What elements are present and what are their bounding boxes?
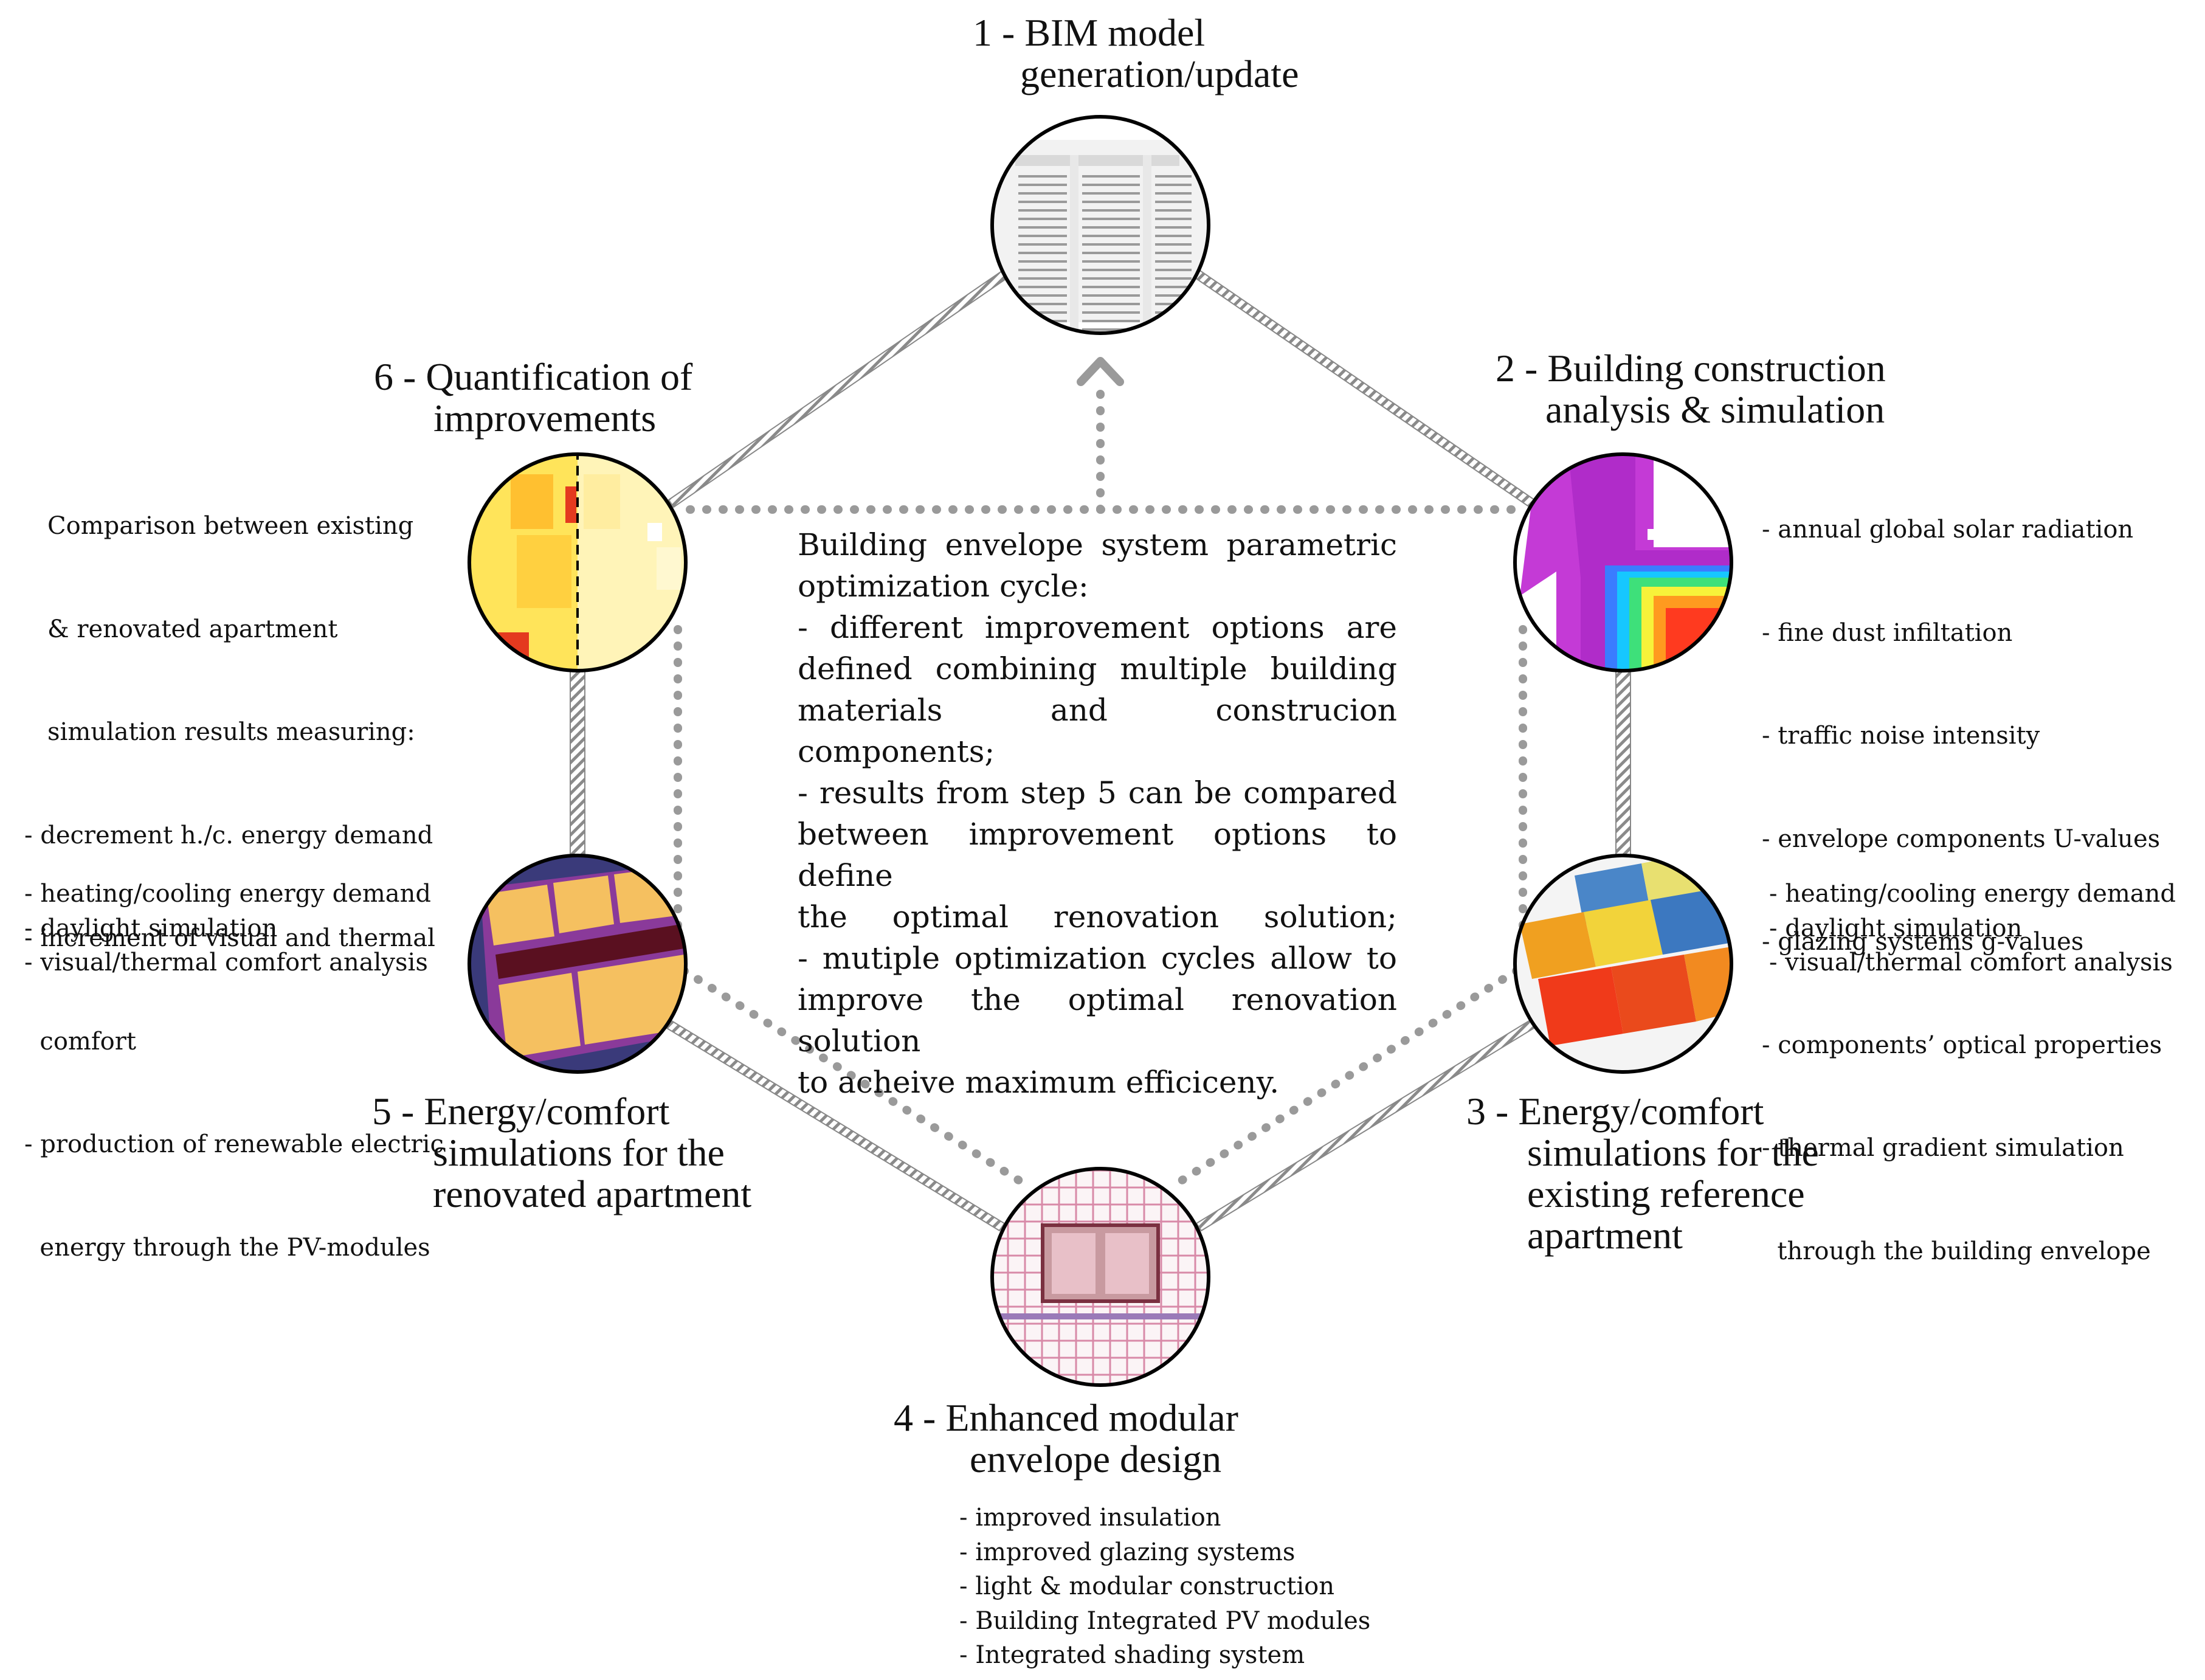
step-2-title-line: analysis & simulation xyxy=(1545,388,1885,431)
list-item: - annual global solar radiation xyxy=(1762,516,2134,544)
step-1-title: 1 - BIM model generation/update xyxy=(973,12,1299,95)
center-line: Building envelope system parametric xyxy=(798,527,1397,562)
facade-module-icon xyxy=(990,1167,1210,1387)
step-2-title: 2 - Building construction analysis & sim… xyxy=(1496,348,1886,430)
step-2-list: - annual global solar radiation - fine d… xyxy=(1762,444,2162,1303)
center-line: defined combining multiple building xyxy=(798,651,1397,686)
list-item: simulation results measuring: xyxy=(47,718,415,746)
step-5-list: - heating/cooling energy demand - daylig… xyxy=(24,877,431,980)
optimization-cycle-path xyxy=(674,378,1527,1190)
step-6-list: Comparison between existing & renovated … xyxy=(24,440,444,1299)
step-4-list: - improved insulation - improved glazing… xyxy=(959,1501,1370,1673)
step-4-title-line: envelope design xyxy=(970,1437,1222,1481)
step-6-title-line: improvements xyxy=(433,396,657,440)
thermal-bridge-icon xyxy=(1513,452,1733,672)
dotted-left-link xyxy=(674,625,1032,1190)
edge-2-3 xyxy=(1615,670,1631,856)
center-line: - different improvement options are xyxy=(798,610,1397,645)
step-3-list: - heating/cooling energy demand - daylig… xyxy=(1769,877,2176,980)
center-line: optimization cycle: xyxy=(798,569,1089,604)
center-line: between improvement options to define xyxy=(798,817,1397,893)
step-3-title: 3 - Energy/comfort simulations for the e… xyxy=(1466,1091,1819,1256)
floorplan-3d-icon xyxy=(468,854,688,1074)
list-item: - improved insulation xyxy=(959,1504,1221,1532)
comparison-split-icon xyxy=(468,452,688,672)
arrow-up-icon xyxy=(1077,357,1124,386)
step-4-image xyxy=(990,1167,1210,1387)
step-3-title-line: 3 - Energy/comfort xyxy=(1466,1090,1764,1133)
edge-1-2 xyxy=(1192,268,1536,508)
list-item: - traffic noise intensity xyxy=(1762,722,2040,750)
step-3-title-line: existing reference xyxy=(1527,1172,1805,1215)
center-line: - results from step 5 can be compared xyxy=(798,775,1397,811)
list-item: - envelope components U-values xyxy=(1762,824,2161,853)
list-item: energy through the PV-modules xyxy=(24,1233,430,1262)
step-1-title-line: 1 - BIM model xyxy=(973,11,1206,54)
list-item: - visual/thermal comfort analysis xyxy=(1769,949,2173,977)
list-item: - thermal gradient simulation xyxy=(1762,1134,2124,1162)
hexagon-edges xyxy=(570,268,1631,1232)
step-5-title: 5 - Energy/comfort simulations for the r… xyxy=(372,1091,751,1215)
step-3-title-line: simulations for the xyxy=(1527,1131,1819,1174)
step-2-image xyxy=(1513,452,1733,672)
step-6-title: 6 - Quantification of improvements xyxy=(374,356,692,439)
list-item: - heating/cooling energy demand xyxy=(1769,880,2176,908)
list-item: through the building envelope xyxy=(1762,1237,2151,1265)
list-item: & renovated apartment xyxy=(47,615,338,643)
step-3-image xyxy=(1513,854,1733,1074)
step-5-title-line: 5 - Energy/comfort xyxy=(372,1090,670,1133)
list-item: - Integrated shading system xyxy=(959,1641,1305,1669)
step-5-title-line: simulations for the xyxy=(433,1131,725,1174)
center-line: improve the optimal renovation solution xyxy=(798,982,1397,1059)
list-item: - visual/thermal comfort analysis xyxy=(24,949,428,977)
step-1-image xyxy=(990,115,1210,335)
list-item: - improved glazing systems xyxy=(959,1538,1296,1566)
step-6-title-line: 6 - Quantification of xyxy=(374,355,693,398)
center-line: to acheive maximum efficiceny. xyxy=(798,1065,1280,1100)
step-6-image xyxy=(468,452,688,672)
list-item: - production of renewable electric xyxy=(24,1130,444,1158)
list-item: - components’ optical properties xyxy=(1762,1031,2162,1059)
center-line: the optimal renovation solution; xyxy=(798,899,1397,935)
center-line: - mutiple optimization cycles allow to xyxy=(798,941,1397,976)
list-item: - glazing systems g-values xyxy=(1762,928,2084,956)
edge-5-6 xyxy=(570,670,585,856)
step-4-title-line: 4 - Enhanced modular xyxy=(894,1396,1238,1439)
list-item: comfort xyxy=(24,1027,136,1056)
list-item: - Building Integrated PV modules xyxy=(959,1606,1371,1635)
step-4-title: 4 - Enhanced modular envelope design xyxy=(894,1397,1238,1480)
list-item: - increment of visual and thermal xyxy=(24,924,435,952)
step-5-title-line: renovated apartment xyxy=(433,1172,752,1215)
list-item: Comparison between existing xyxy=(47,512,414,540)
step-1-title-line: generation/update xyxy=(1020,52,1299,95)
step-3-title-line: apartment xyxy=(1527,1214,1683,1257)
dotted-right-link xyxy=(1169,625,1527,1190)
step-2-title-line: 2 - Building construction xyxy=(1496,347,1886,390)
list-item: - decrement h./c. energy demand xyxy=(24,821,433,849)
list-item: - fine dust infiltation xyxy=(1762,618,2013,647)
bim-building-icon xyxy=(990,115,1210,335)
list-item: - daylight simulation xyxy=(24,914,278,942)
center-line: materials and construcion components; xyxy=(798,693,1397,769)
step-5-image xyxy=(468,854,688,1074)
optimization-cycle-text: Building envelope system parametric opti… xyxy=(798,524,1397,1103)
floorplan-heatmap-icon xyxy=(1513,854,1733,1074)
edge-6-1 xyxy=(668,268,1010,508)
list-item: - heating/cooling energy demand xyxy=(24,880,432,908)
list-item: - daylight simulation xyxy=(1769,914,2023,942)
list-item: - light & modular construction xyxy=(959,1572,1334,1600)
